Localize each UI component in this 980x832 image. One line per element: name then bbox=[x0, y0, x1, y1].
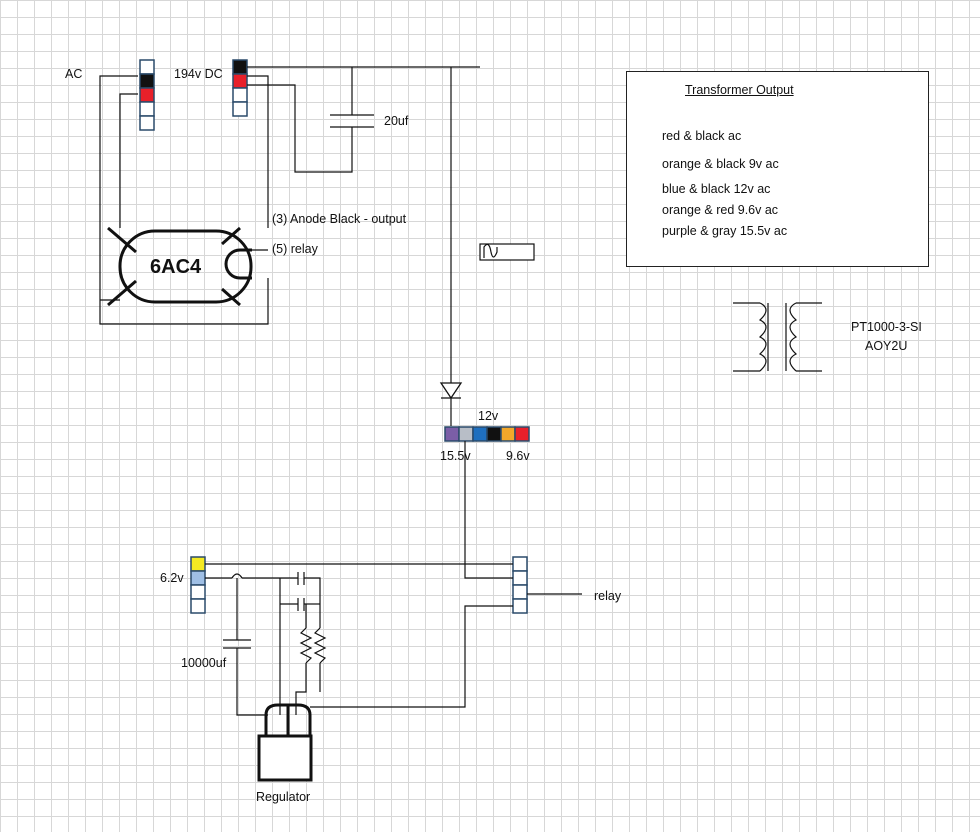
connector-pin-light_blue bbox=[190, 570, 206, 586]
legend-line: orange & black 9v ac bbox=[662, 157, 779, 171]
connector-pin-red bbox=[514, 426, 530, 442]
resistor-pair-icon bbox=[299, 627, 327, 664]
legend-title: Transformer Output bbox=[685, 83, 794, 97]
connector-pin-black bbox=[139, 73, 155, 89]
waveform-box-icon bbox=[479, 243, 535, 261]
transformer-icon bbox=[733, 302, 822, 372]
regulator-symbol bbox=[257, 703, 313, 782]
six-volt-connector[interactable] bbox=[190, 556, 206, 614]
connector-pin-orange bbox=[500, 426, 516, 442]
regulator-wiring bbox=[205, 441, 582, 716]
cap-10000uf-label: 10000uf bbox=[181, 656, 227, 670]
connector-pin-white bbox=[512, 584, 528, 600]
connector-pin-red bbox=[232, 73, 248, 89]
capacitor-20uf bbox=[330, 114, 374, 128]
connector-pin-white bbox=[512, 556, 528, 572]
relay-connector[interactable] bbox=[512, 556, 528, 614]
anode-label: (3) Anode Black - output bbox=[272, 212, 407, 226]
v155-label: 15.5v bbox=[440, 449, 471, 463]
ac-label: AC bbox=[65, 67, 82, 81]
connector-pin-white bbox=[512, 570, 528, 586]
connector-pin-white bbox=[139, 101, 155, 117]
connector-pin-white bbox=[232, 87, 248, 103]
diode-icon bbox=[439, 382, 463, 400]
connector-pin-yellow bbox=[190, 556, 206, 572]
cap-20uf-label: 20uf bbox=[384, 114, 409, 128]
legend-line: purple & gray 15.5v ac bbox=[662, 224, 788, 238]
connector-pin-white bbox=[139, 115, 155, 131]
ac-connector[interactable] bbox=[139, 59, 155, 131]
connector-pin-white bbox=[512, 598, 528, 614]
transformer-model-line-1: PT1000-3-SI bbox=[851, 320, 922, 334]
capacitor-small-pair bbox=[297, 572, 305, 611]
v12-label: 12v bbox=[478, 409, 499, 423]
connector-pin-white bbox=[190, 598, 206, 614]
v62-label: 6.2v bbox=[160, 571, 184, 585]
legend-line: orange & red 9.6v ac bbox=[662, 203, 779, 217]
dc-label: 194v DC bbox=[174, 67, 223, 81]
connector-pin-white bbox=[232, 101, 248, 117]
relay-label: relay bbox=[594, 589, 622, 603]
dc-connector[interactable] bbox=[232, 59, 248, 117]
connector-pin-purple bbox=[444, 426, 460, 442]
connector-pin-white bbox=[139, 59, 155, 75]
regulator-label: Regulator bbox=[256, 790, 310, 804]
connector-pin-white bbox=[190, 584, 206, 600]
tube-label: 6AC4 bbox=[150, 256, 202, 278]
connector-pin-red bbox=[139, 87, 155, 103]
legend-line: blue & black 12v ac bbox=[662, 182, 771, 196]
transformer-model-line-2: AOY2U bbox=[865, 339, 907, 353]
legend-line: red & black ac bbox=[662, 129, 742, 143]
transformer-connector[interactable] bbox=[444, 426, 530, 442]
relay-pin-label: (5) relay bbox=[272, 242, 319, 256]
connector-pin-black bbox=[232, 59, 248, 75]
rectifier-branch bbox=[450, 67, 535, 426]
connector-pin-gray bbox=[458, 426, 474, 442]
connector-pin-black bbox=[486, 426, 502, 442]
v96-label: 9.6v bbox=[506, 449, 530, 463]
connector-pin-blue bbox=[472, 426, 488, 442]
tube-6ac4-symbol bbox=[107, 226, 253, 307]
tube-wiring bbox=[99, 66, 480, 325]
capacitor-10000uf bbox=[223, 639, 251, 649]
transformer-output-legend: Transformer Output red & black ac orange… bbox=[626, 71, 929, 267]
